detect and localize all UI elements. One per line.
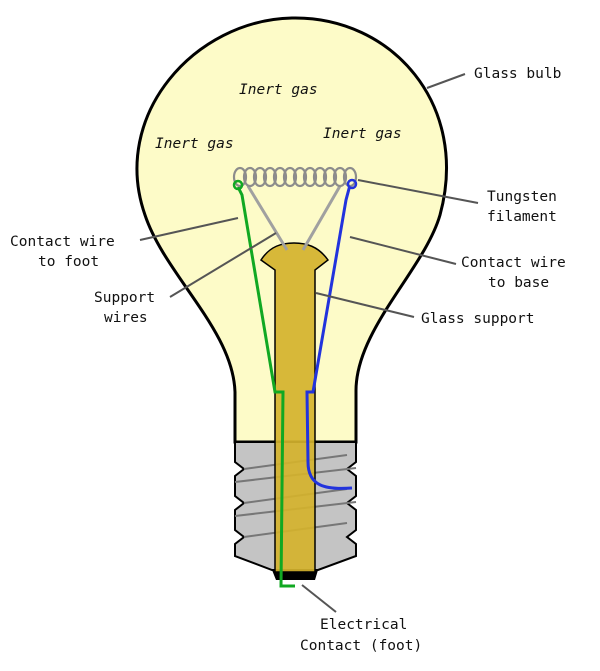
support-wires-label-2: wires <box>104 310 148 326</box>
glass-support <box>259 242 330 573</box>
contact-wire-base <box>305 184 353 490</box>
contact-wire-foot-label-2: to foot <box>38 254 99 270</box>
glass-bulb-label: Glass bulb <box>474 66 561 82</box>
contact-wire-base-label-2: to base <box>488 275 549 291</box>
tungsten-filament-label-2: filament <box>487 209 557 225</box>
tungsten-filament <box>232 166 358 188</box>
tungsten-filament-label-1: Tungsten <box>487 189 557 205</box>
glass-support-label: Glass support <box>421 311 535 327</box>
glass-bulb <box>135 16 448 444</box>
inert-gas-label-right: Inert gas <box>323 126 402 142</box>
contact-wire-base-label-1: Contact wire <box>461 255 566 271</box>
inert-gas-label-top: Inert gas <box>239 82 318 98</box>
filament-end-right <box>346 178 358 190</box>
contact-wire-foot <box>236 186 295 588</box>
filament-end-left <box>232 179 244 191</box>
support-wires <box>246 185 342 251</box>
contact-wire-foot-label-1: Contact wire <box>10 234 115 250</box>
leader-lines <box>139 73 479 613</box>
electrical-contact-label-1: Electrical <box>320 617 407 633</box>
inert-gas-label-left: Inert gas <box>155 136 234 152</box>
electrical-contact-label-2: Contact (foot) <box>300 638 422 654</box>
support-wires-label-1: Support <box>94 290 155 306</box>
